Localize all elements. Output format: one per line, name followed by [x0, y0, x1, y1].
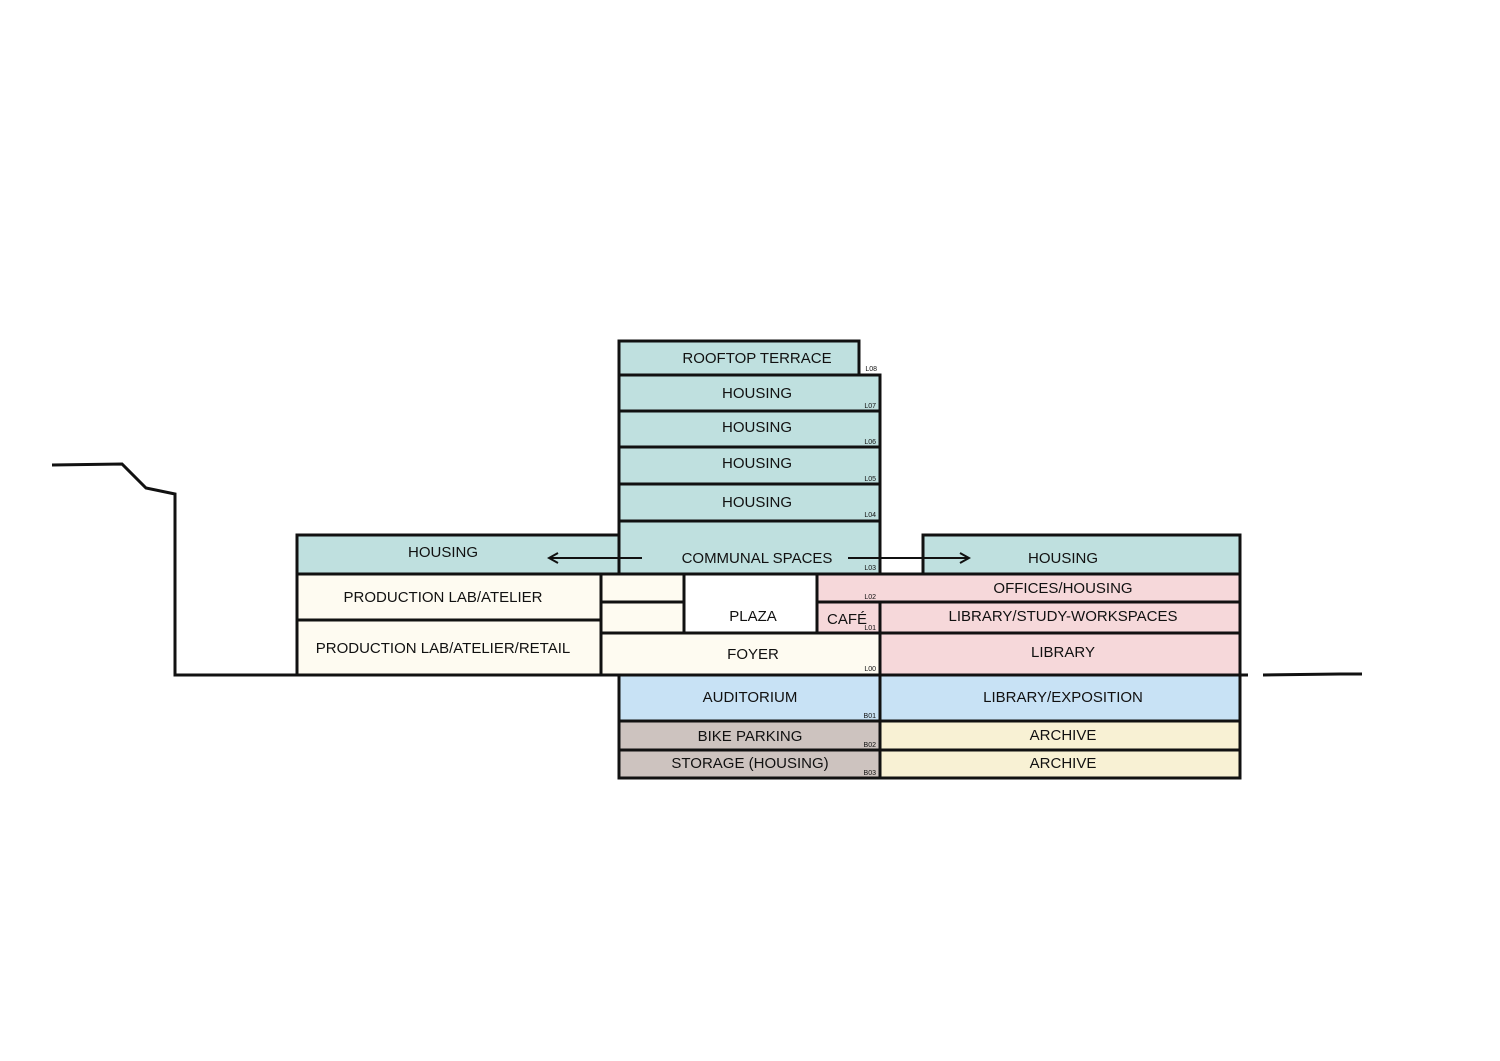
level-tag-l05: L05	[864, 476, 876, 483]
room-library-exposition	[878, 673, 1242, 723]
level-tag-l00: L00	[864, 666, 876, 673]
terrain-left-line	[51, 462, 274, 677]
label-housing-l07: HOUSING	[722, 385, 792, 402]
room-production-lab-atelier-retail	[295, 618, 603, 677]
label-communal-spaces: COMMUNAL SPACES	[682, 550, 833, 567]
label-housing-right: HOUSING	[1028, 550, 1098, 567]
label-library: LIBRARY	[1031, 644, 1095, 661]
label-bike-parking: BIKE PARKING	[698, 728, 803, 745]
label-library-exposition: LIBRARY/EXPOSITION	[983, 689, 1143, 706]
room-library-study-workspaces	[878, 600, 1242, 635]
label-storage-housing: STORAGE (HOUSING)	[671, 755, 828, 772]
room-storage-housing	[617, 748, 882, 780]
level-tag-l02: L02	[864, 594, 876, 601]
label-housing-l04: HOUSING	[722, 494, 792, 511]
room-mezzanine-upper	[599, 572, 686, 604]
level-tag-b01: B01	[864, 713, 877, 720]
level-tag-l01: L01	[864, 625, 876, 632]
room-cafe	[815, 600, 882, 635]
label-foyer: FOYER	[727, 646, 779, 663]
level-tag-b02: B02	[864, 742, 877, 749]
label-auditorium: AUDITORIUM	[703, 689, 798, 706]
room-mezzanine-lower	[599, 600, 686, 635]
room-housing-right	[921, 533, 1242, 576]
room-housing-l07	[617, 373, 882, 413]
label-housing-left: HOUSING	[408, 544, 478, 561]
room-communal-spaces	[617, 519, 882, 576]
level-tag-l03: L03	[864, 565, 876, 572]
level-tag-l08: L08	[865, 366, 877, 373]
label-plaza: PLAZA	[729, 608, 777, 625]
label-archive-b03: ARCHIVE	[1030, 755, 1097, 772]
label-library-study-workspaces: LIBRARY/STUDY-WORKSPACES	[949, 608, 1178, 625]
room-housing-l04	[617, 482, 882, 523]
room-plaza	[682, 572, 819, 635]
level-tag-l04: L04	[864, 512, 876, 519]
room-offices-housing	[815, 572, 1242, 604]
label-housing-l05: HOUSING	[722, 455, 792, 472]
level-tag-l06: L06	[864, 439, 876, 446]
label-archive-b02: ARCHIVE	[1030, 727, 1097, 744]
ground-line-right	[1262, 672, 1362, 677]
label-offices-housing: OFFICES/HOUSING	[993, 580, 1132, 597]
label-cafe: CAFÉ	[827, 611, 867, 628]
label-production-lab-atelier: PRODUCTION LAB/ATELIER	[344, 589, 543, 606]
level-tag-b03: B03	[864, 770, 877, 777]
room-production-lab-atelier	[295, 572, 603, 622]
label-production-lab-atelier-retail: PRODUCTION LAB/ATELIER/RETAIL	[316, 640, 571, 657]
label-housing-l06: HOUSING	[722, 419, 792, 436]
label-rooftop-terrace: ROOFTOP TERRACE	[682, 350, 831, 367]
level-tag-l07: L07	[864, 403, 876, 410]
room-archive-b03	[878, 748, 1242, 780]
